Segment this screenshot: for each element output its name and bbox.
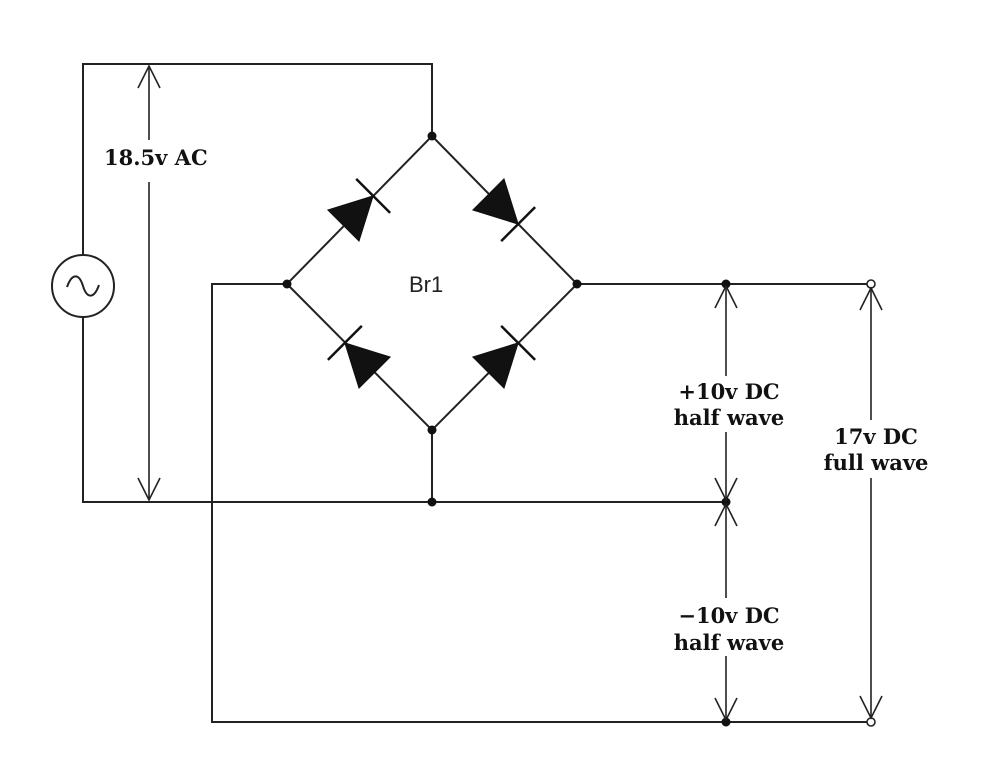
dimension-arrow-ac xyxy=(137,64,161,502)
node-bridge-bottom xyxy=(427,425,437,435)
node-ground-out xyxy=(721,497,731,507)
diode-icon xyxy=(471,325,536,390)
node-bridge-top xyxy=(427,131,437,141)
wire-negative-rail xyxy=(211,283,872,723)
dimension-arrow-negative-half xyxy=(714,502,738,722)
node-bridge-right xyxy=(572,279,582,289)
diode-icon xyxy=(471,177,536,242)
positive-half-label-line2: half wave xyxy=(674,405,784,430)
ac-voltage-label: 18.5v AC xyxy=(104,145,208,170)
negative-half-label-line1: −10v DC xyxy=(678,603,779,628)
negative-half-label-line2: half wave xyxy=(674,630,784,655)
component-label: Br1 xyxy=(409,272,443,297)
full-wave-label-line1: 17v DC xyxy=(834,424,918,449)
diode-icon xyxy=(326,178,391,243)
full-wave-label-line2: full wave xyxy=(824,450,929,475)
junction-nodes xyxy=(282,131,731,727)
diode-icon xyxy=(327,325,392,390)
node-negative-out xyxy=(721,717,731,727)
dimension-arrow-full-wave xyxy=(859,286,883,720)
wire-ac-top xyxy=(82,63,433,257)
node-positive-out xyxy=(721,279,731,289)
node-bridge-left xyxy=(282,279,292,289)
node-center-tap xyxy=(427,497,437,507)
positive-half-label-line1: +10v DC xyxy=(678,379,779,404)
dimension-arrow-positive-half xyxy=(714,284,738,502)
wire-ac-bottom xyxy=(82,315,727,503)
ac-source-icon xyxy=(51,254,115,318)
